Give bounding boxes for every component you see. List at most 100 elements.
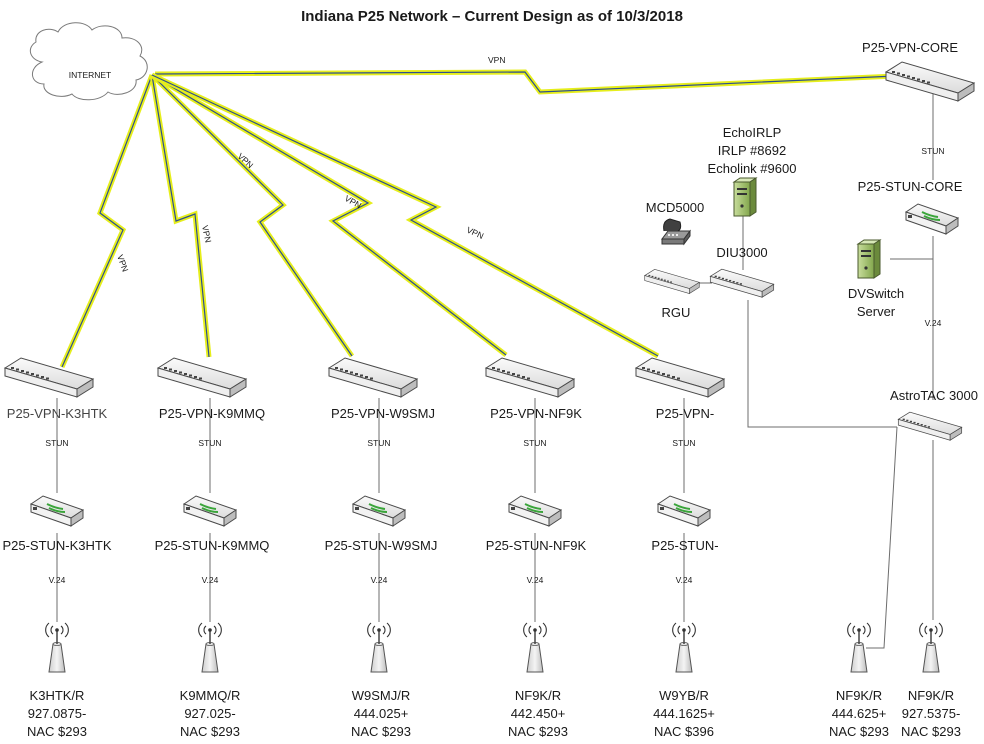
vpn-switch-icon: [485, 357, 575, 398]
repeater-nac: NAC $293: [180, 724, 240, 739]
repeater-frequency: 927.0875-: [28, 706, 87, 721]
repeater-nac: NAC $293: [829, 724, 889, 739]
stun-label-k9mmq: STUN: [198, 438, 221, 448]
wires: [56, 94, 934, 649]
repeater-antenna-icon: [522, 622, 548, 673]
vpn-label-k9mmq: VPN: [200, 224, 213, 243]
echo-label-1: EchoIRLP: [723, 125, 782, 140]
repeater-antenna-icon: [918, 622, 944, 673]
link-labels: VPN VPN VPN VPN VPN VPN STUN V.24 STUN S…: [45, 55, 944, 585]
remote-sites: P25-VPN-K3HTK P25-STUN-K3HTK K3HTK/R 927…: [2, 357, 725, 739]
vpn-links: [59, 69, 896, 369]
stun-label-k3htk: STUN: [45, 438, 68, 448]
core-section: P25-VPN-CORE P25-STUN-CORE DVSwitch Serv…: [644, 40, 978, 441]
vpn-switch-icon: [635, 357, 725, 398]
site-stun-label: P25-STUN-K3HTK: [2, 538, 111, 553]
vpn-switch-icon: [4, 357, 94, 398]
vpn-label-k3htk: VPN: [115, 253, 130, 273]
vpn-label-core: VPN: [488, 55, 505, 65]
site-vpn-label: P25-VPN-: [656, 406, 715, 421]
v24-label-w9yb: V.24: [676, 575, 693, 585]
repeater-nac: NAC $293: [901, 724, 961, 739]
vpn-link-nf9k: [150, 72, 508, 357]
astrotac3000-device-icon: [897, 411, 963, 441]
site-w9smj: P25-VPN-W9SMJ P25-STUN-W9SMJ W9SMJ/R 444…: [325, 357, 438, 739]
v24-label-nf9k: V.24: [527, 575, 544, 585]
mcd-label: MCD5000: [646, 200, 705, 215]
stun-core-label: P25-STUN-CORE: [858, 179, 963, 194]
stun-router-icon: [183, 495, 237, 527]
mcd5000-telephone-icon: [661, 218, 691, 245]
stun-router-icon: [352, 495, 406, 527]
stun-label-w9smj: STUN: [367, 438, 390, 448]
repeater-callsign: W9YB/R: [659, 688, 709, 703]
site-w9yb: P25-VPN- P25-STUN- W9YB/R 444.1625+ NAC …: [635, 357, 725, 739]
v24-label-core: V.24: [925, 318, 942, 328]
stun-label-nf9k: STUN: [523, 438, 546, 448]
site-vpn-label: P25-VPN-W9SMJ: [331, 406, 435, 421]
echo-label-2: IRLP #8692: [718, 143, 786, 158]
repeater-antenna-icon: [44, 622, 70, 673]
site-wires: [56, 398, 685, 622]
dvswitch-label-1: DVSwitch: [848, 286, 904, 301]
repeater-nac: NAC $293: [508, 724, 568, 739]
vpn-link-core: [154, 69, 896, 95]
repeater-frequency: 444.1625+: [653, 706, 715, 721]
rgu-device-icon: [644, 269, 700, 294]
site-vpn-label: P25-VPN-K3HTK: [7, 406, 108, 421]
site-nf9k: P25-VPN-NF9K P25-STUN-NF9K NF9K/R 442.45…: [485, 357, 587, 739]
stun-router-icon: [30, 495, 84, 527]
site-stun-label: P25-STUN-K9MMQ: [155, 538, 270, 553]
rgu-label: RGU: [662, 305, 691, 320]
core-wires: [697, 94, 934, 649]
site-vpn-label: P25-VPN-NF9K: [490, 406, 582, 421]
diu3000-device-icon: [709, 268, 775, 298]
repeater-frequency: 444.025+: [354, 706, 409, 721]
internet-label: INTERNET: [69, 70, 112, 80]
vpn-link-k3htk: [59, 74, 155, 369]
astrotac-label: AstroTAC 3000: [890, 388, 978, 403]
stun-label-core: STUN: [921, 146, 944, 156]
echoirlp-server-icon: [733, 177, 757, 217]
repeater-callsign: W9SMJ/R: [352, 688, 411, 703]
vpn-switch-icon: [328, 357, 418, 398]
repeater-antenna-icon: [366, 622, 392, 673]
repeater-frequency: 444.625+: [832, 706, 887, 721]
dvswitch-server-icon: [857, 239, 881, 279]
site-stun-label: P25-STUN-NF9K: [486, 538, 587, 553]
repeater-antenna-icon: [671, 622, 697, 673]
cloud-icon: [29, 22, 148, 101]
repeater-nac: NAC $396: [654, 724, 714, 739]
site-stun-label: P25-STUN-W9SMJ: [325, 538, 438, 553]
stun-router-icon: [508, 495, 562, 527]
diagram-title: Indiana P25 Network – Current Design as …: [301, 8, 683, 25]
repeater-frequency: 442.450+: [511, 706, 566, 721]
repeater-callsign: NF9K/R: [515, 688, 561, 703]
v24-label-k3htk: V.24: [49, 575, 66, 585]
repeater-frequency: 927.025-: [184, 706, 235, 721]
site-k9mmq: P25-VPN-K9MMQ P25-STUN-K9MMQ K9MMQ/R 927…: [155, 357, 270, 739]
vpn-link-w9yb: [150, 72, 660, 359]
stun-label-w9yb: STUN: [672, 438, 695, 448]
repeater-nac: NAC $293: [27, 724, 87, 739]
vpn-switch-icon: [157, 357, 247, 398]
repeater-frequency: 927.5375-: [902, 706, 961, 721]
echo-label-3: Echolink #9600: [708, 161, 797, 176]
vpn-core-switch-icon: [885, 61, 975, 102]
internet-cloud: INTERNET: [29, 22, 148, 101]
repeater-callsign: NF9K/R: [908, 688, 954, 703]
vpn-link-k9mmq: [149, 74, 212, 358]
stun-router-icon: [657, 495, 711, 527]
site-k3htk: P25-VPN-K3HTK P25-STUN-K3HTK K3HTK/R 927…: [2, 357, 112, 739]
repeater-callsign: NF9K/R: [836, 688, 882, 703]
v24-label-k9mmq: V.24: [202, 575, 219, 585]
site-vpn-label: P25-VPN-K9MMQ: [159, 406, 265, 421]
site-stun-label: P25-STUN-: [651, 538, 718, 553]
v24-label-w9smj: V.24: [371, 575, 388, 585]
vpn-label-w9yb: VPN: [465, 225, 485, 241]
astrotac-repeaters: NF9K/R 444.625+ NAC $293 NF9K/R 927.5375…: [829, 622, 961, 739]
astrotac-repeater-2: NF9K/R 927.5375- NAC $293: [901, 622, 961, 739]
diu-label: DIU3000: [716, 245, 767, 260]
astrotac-repeater-1: NF9K/R 444.625+ NAC $293: [829, 622, 889, 739]
